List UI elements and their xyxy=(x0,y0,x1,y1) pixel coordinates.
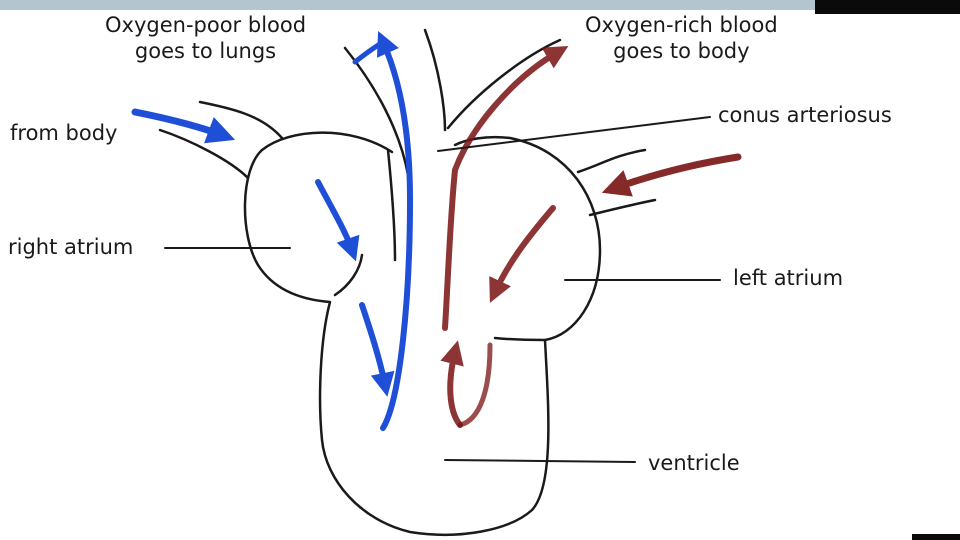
label-left-atrium: left atrium xyxy=(733,266,844,290)
blood-flow-ventricle-loop xyxy=(457,342,493,428)
blood-flow-from-body xyxy=(131,108,236,144)
vessel-top-left-b xyxy=(158,128,250,180)
blood-flow-ventricle-up xyxy=(440,340,464,428)
blood-flow-into-left-atrium xyxy=(601,153,742,197)
right-vessel-outer xyxy=(446,38,562,130)
corner-block-bottom xyxy=(912,534,960,540)
label-ventricle: ventricle xyxy=(648,451,740,475)
label-oxygen-poor: Oxygen-poor blood goes to lungs xyxy=(105,12,306,64)
left-vessel-inner xyxy=(386,148,397,262)
label-oxygen-poor-line1: Oxygen-poor blood xyxy=(105,13,307,37)
label-oxygen-rich: Oxygen-rich blood goes to body xyxy=(585,12,778,64)
leader-ventricle xyxy=(444,459,636,463)
left-vessel-outer xyxy=(343,46,410,177)
right-vessel-inner xyxy=(423,28,447,132)
label-oxygen-rich-line2: goes to body xyxy=(613,39,750,63)
header-bar xyxy=(0,0,815,10)
vessel-top-left-a xyxy=(198,100,284,140)
vessel-top-right-a xyxy=(576,148,647,174)
label-oxygen-rich-line1: Oxygen-rich blood xyxy=(585,13,778,37)
vessel-top-right-b xyxy=(588,198,657,217)
blood-flow-to-body xyxy=(442,45,569,331)
blood-flow-left-atrium xyxy=(489,205,556,303)
heart-outline xyxy=(243,131,602,536)
blood-flow-lungs-branch xyxy=(352,39,386,65)
left-atrium-lower xyxy=(493,336,547,342)
label-from-body: from body xyxy=(10,121,118,145)
blood-flow-to-ventricle xyxy=(359,302,395,397)
atrium-division xyxy=(333,253,364,297)
label-oxygen-poor-line2: goes to lungs xyxy=(134,39,277,63)
label-right-atrium: right atrium xyxy=(8,235,134,259)
blood-flow-to-lungs xyxy=(376,31,413,431)
blood-flow-right-atrium xyxy=(315,179,360,262)
leader-conus xyxy=(437,116,711,152)
label-conus-arteriosus: conus arteriosus xyxy=(718,103,892,127)
corner-block xyxy=(815,0,960,14)
